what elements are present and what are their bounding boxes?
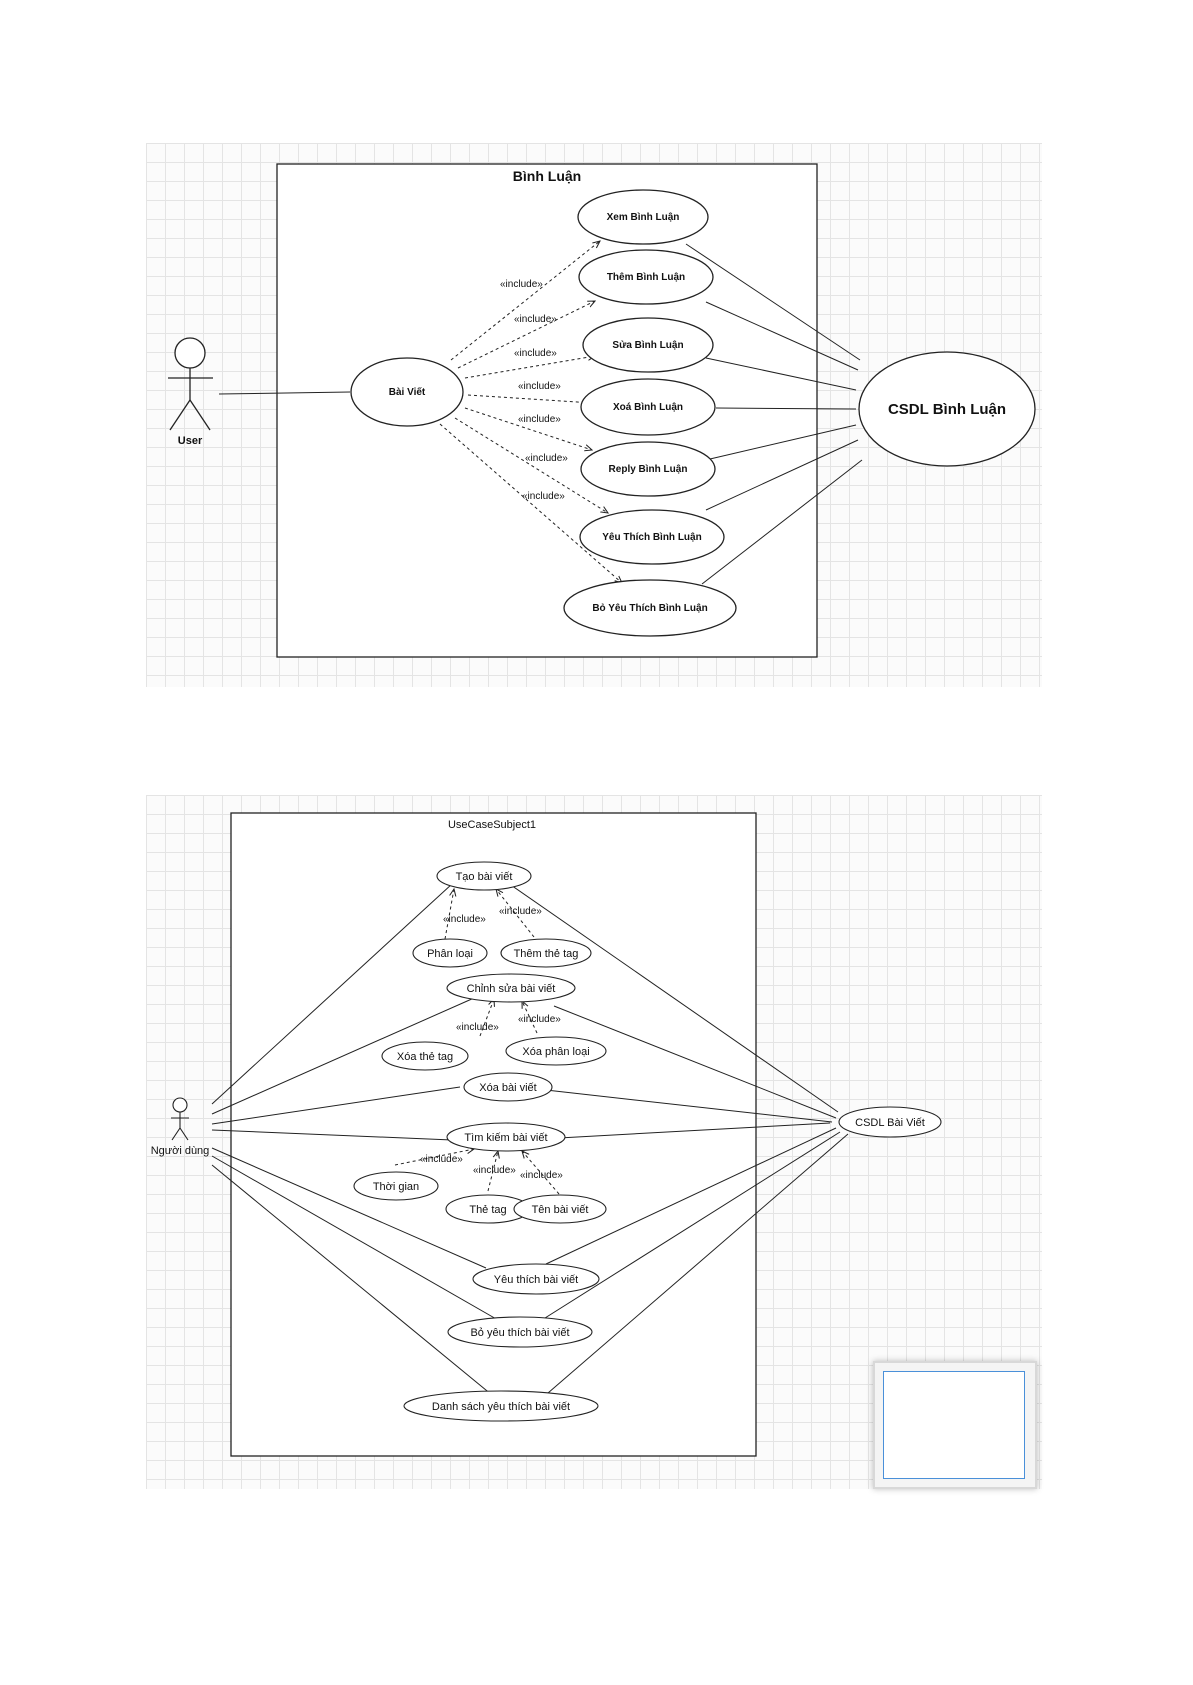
include-label: «include» bbox=[499, 906, 542, 917]
usecase-label: Danh sách yêu thích bài viết bbox=[432, 1401, 570, 1413]
include-label: «include» bbox=[514, 348, 557, 359]
usecase-sua-binh-luan[interactable] bbox=[582, 317, 714, 373]
usecase-xem-binh-luan[interactable] bbox=[577, 189, 709, 245]
include-label: «include» bbox=[518, 414, 561, 425]
associations bbox=[211, 882, 849, 1396]
include-relations bbox=[394, 889, 560, 1195]
usecase-label: Bỏ Yêu Thích Bình Luận bbox=[592, 603, 707, 614]
diagram-thumbnail[interactable] bbox=[873, 1361, 1037, 1489]
include-relations bbox=[439, 241, 622, 583]
associations bbox=[218, 243, 863, 585]
usecase-label: Thẻ tag bbox=[469, 1204, 506, 1216]
usecase-label: Yêu Thích Bình Luận bbox=[602, 532, 701, 543]
usecase-label: Xoá Bình Luận bbox=[613, 402, 683, 413]
include-label: «include» bbox=[420, 1154, 463, 1165]
usecase-xoa-the-tag[interactable] bbox=[381, 1041, 469, 1071]
include-label: «include» bbox=[522, 491, 565, 502]
actor-user-label: User bbox=[178, 435, 203, 447]
usecase-label: Sửa Bình Luận bbox=[612, 340, 683, 351]
include-label: «include» bbox=[456, 1022, 499, 1033]
usecase-xoa-binh-luan[interactable] bbox=[580, 378, 716, 436]
usecase-label: Xóa thẻ tag bbox=[397, 1051, 453, 1063]
usecase-xoa-bai-viet[interactable] bbox=[463, 1072, 553, 1102]
usecase-label: Reply Bình Luận bbox=[609, 464, 688, 475]
usecase-danh-sach-yeu-thich[interactable] bbox=[403, 1390, 599, 1422]
usecase-phan-loai[interactable] bbox=[412, 938, 488, 968]
database-csdl-bai-viet[interactable] bbox=[838, 1106, 942, 1138]
usecase-label: Tên bài viết bbox=[532, 1204, 589, 1216]
include-labels: «include» «include» «include» «include» … bbox=[500, 279, 568, 502]
system-title: Bình Luận bbox=[513, 168, 581, 184]
usecase-tim-kiem-bai-viet[interactable] bbox=[446, 1122, 566, 1152]
usecase-tao-bai-viet[interactable] bbox=[436, 861, 532, 891]
usecase-label: Thêm Bình Luận bbox=[607, 272, 685, 283]
usecase-yeu-thich-bai-viet[interactable] bbox=[472, 1263, 600, 1295]
include-label: «include» bbox=[520, 1170, 563, 1181]
usecase-them-binh-luan[interactable] bbox=[578, 249, 714, 305]
database-label: CSDL Bình Luận bbox=[888, 401, 1006, 418]
usecase-xoa-phan-loai[interactable] bbox=[505, 1036, 607, 1066]
usecase-bo-yeu-thich-bai-viet[interactable] bbox=[447, 1316, 593, 1348]
usecase-bai-viet[interactable] bbox=[350, 357, 464, 427]
usecase-label: Thêm thẻ tag bbox=[514, 948, 579, 960]
diagram2: UseCaseSubject1 Người dùng bbox=[151, 812, 942, 1457]
usecase-yeu-thich-binh-luan[interactable] bbox=[579, 509, 725, 565]
system-title: UseCaseSubject1 bbox=[448, 819, 536, 831]
include-label: «include» bbox=[500, 279, 543, 290]
actor-nguoi-dung[interactable] bbox=[171, 1097, 189, 1141]
usecase-label: Xem Bình Luận bbox=[607, 212, 680, 223]
usecase-label: Bỏ yêu thích bài viết bbox=[470, 1327, 569, 1339]
usecase-ten-bai-viet[interactable] bbox=[513, 1194, 607, 1224]
usecase-thoi-gian[interactable] bbox=[353, 1171, 439, 1201]
actor-nguoi-dung-label: Người dùng bbox=[151, 1145, 210, 1157]
include-label: «include» bbox=[525, 453, 568, 464]
actor-user[interactable] bbox=[168, 337, 213, 431]
usecase-label: Yêu thích bài viết bbox=[494, 1274, 578, 1286]
usecase-them-the-tag[interactable] bbox=[500, 938, 592, 968]
usecase-label: Tạo bài viết bbox=[456, 871, 513, 883]
database-csdl-binh-luan[interactable] bbox=[858, 351, 1036, 467]
include-label: «include» bbox=[443, 914, 486, 925]
usecase-chinh-sua-bai-viet[interactable] bbox=[446, 973, 576, 1003]
usecase-label: Xóa bài viết bbox=[479, 1082, 536, 1094]
include-label: «include» bbox=[514, 314, 557, 325]
usecase-label: Phân loại bbox=[427, 948, 473, 960]
usecase-label: Chỉnh sửa bài viết bbox=[467, 983, 556, 995]
diagram1: Bình Luận User bbox=[168, 163, 1036, 658]
database-label: CSDL Bài Viết bbox=[855, 1117, 925, 1129]
include-label: «include» bbox=[473, 1165, 516, 1176]
include-label: «include» bbox=[518, 381, 561, 392]
usecase-label: Xóa phân loại bbox=[522, 1046, 589, 1058]
usecase-reply-binh-luan[interactable] bbox=[580, 441, 716, 497]
usecase-bai-viet-label: Bài Viết bbox=[389, 386, 426, 398]
usecase-label: Tìm kiếm bài viết bbox=[464, 1132, 547, 1144]
usecase-bo-yeu-thich-binh-luan[interactable] bbox=[563, 579, 737, 637]
include-label: «include» bbox=[518, 1014, 561, 1025]
thumbnail-preview bbox=[883, 1371, 1025, 1479]
system-boundary-binh-luan bbox=[276, 163, 818, 658]
usecase-label: Thời gian bbox=[373, 1181, 419, 1193]
